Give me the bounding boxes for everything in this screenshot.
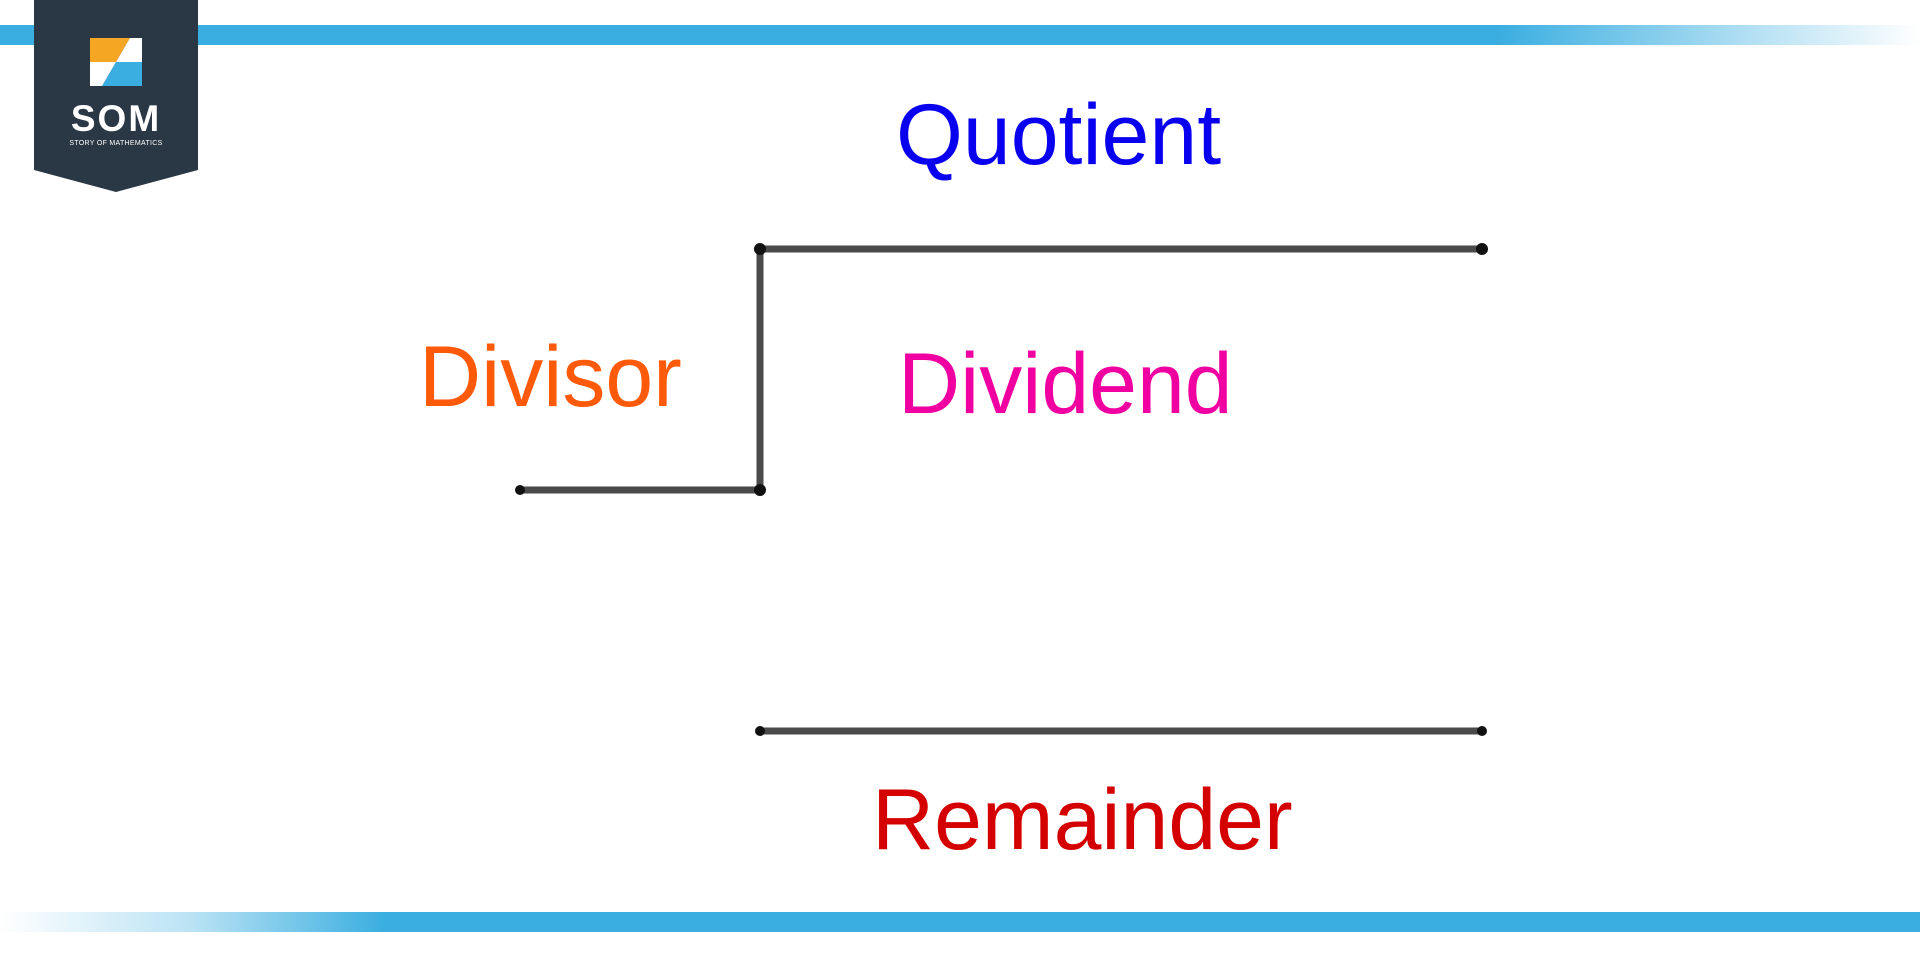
remainder-label: Remainder xyxy=(872,772,1293,868)
endpoint-dot xyxy=(755,726,765,736)
endpoint-dot xyxy=(1477,726,1487,736)
quotient-label: Quotient xyxy=(896,87,1222,183)
som-logo: SOM STORY OF MATHEMATICS xyxy=(34,0,198,192)
endpoint-dot xyxy=(754,243,766,255)
top-accent-bar xyxy=(0,25,1920,45)
endpoint-dot xyxy=(754,484,766,496)
bottom-accent-bar xyxy=(0,912,1920,932)
divisor-label: Divisor xyxy=(419,329,682,425)
endpoint-dot xyxy=(515,485,525,495)
endpoint-dot xyxy=(1476,243,1488,255)
logo-abbreviation: SOM xyxy=(70,98,162,139)
logo-badge-icon xyxy=(34,0,198,192)
dividend-label: Dividend xyxy=(898,336,1233,432)
logo-full-name: STORY OF MATHEMATICS xyxy=(69,140,163,147)
